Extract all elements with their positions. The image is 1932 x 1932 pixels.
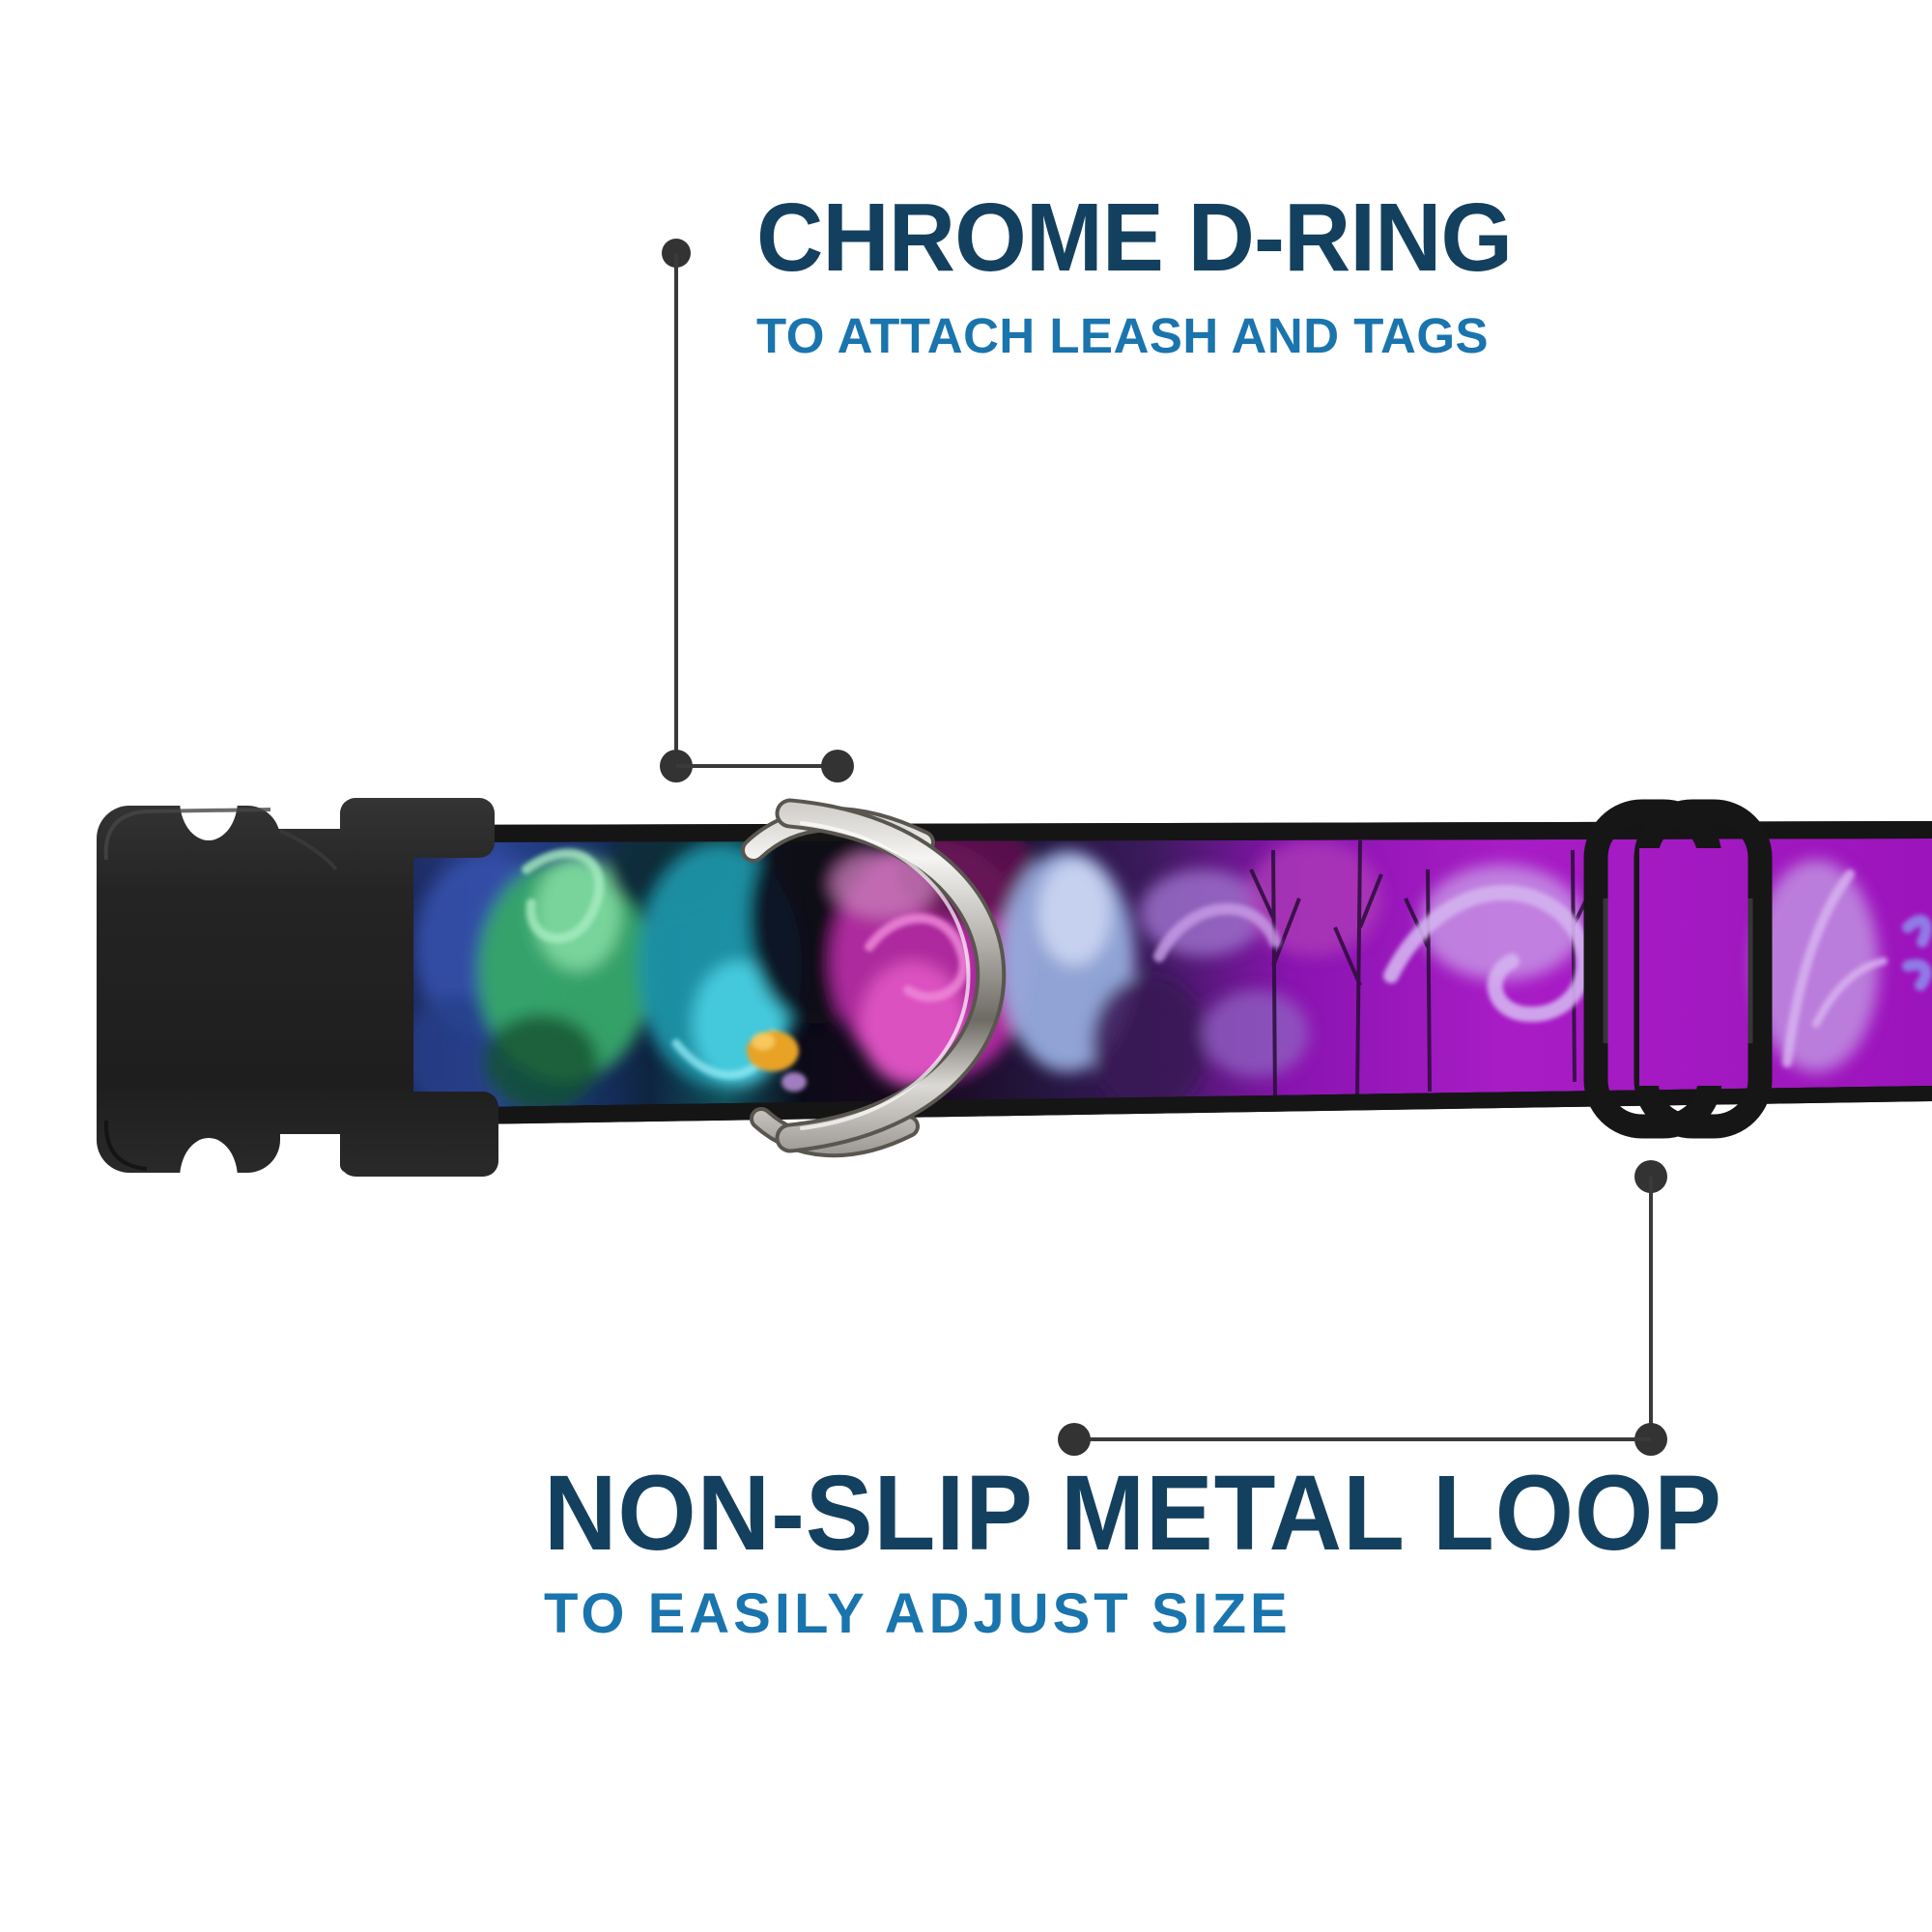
strap-art-swirls — [522, 848, 1932, 1080]
buckle — [97, 759, 498, 1219]
top-callout-horizontal-line — [676, 764, 838, 768]
strap-art-flower — [747, 1031, 807, 1092]
strap-art-blobs — [406, 838, 1879, 1108]
metal-slider-loop — [1583, 799, 1773, 1139]
bottom-callout-title: NON-SLIP METAL LOOP — [544, 1454, 1722, 1573]
top-callout-target-dot — [821, 750, 854, 782]
slider-strap-overlap — [1639, 848, 1733, 1086]
buckle-top-notch — [180, 759, 238, 840]
bottom-callout-vertical-line — [1649, 1177, 1653, 1439]
bottom-callout-subtitle: TO EASILY ADJUST SIZE — [544, 1582, 1292, 1645]
top-callout-vertical-line — [674, 253, 678, 766]
bottom-callout-end-dot — [1058, 1423, 1091, 1456]
top-callout-title: CHROME D-RING — [756, 184, 1513, 292]
bottom-callout-horizontal-line — [1074, 1437, 1651, 1441]
chrome-d-ring — [741, 798, 1007, 1158]
buckle-bottom-notch — [180, 1138, 238, 1219]
strap-bottom-edge — [406, 1086, 1932, 1125]
top-callout-subtitle: TO ATTACH LEASH AND TAGS — [756, 308, 1490, 363]
collar-strap — [406, 821, 1932, 1125]
